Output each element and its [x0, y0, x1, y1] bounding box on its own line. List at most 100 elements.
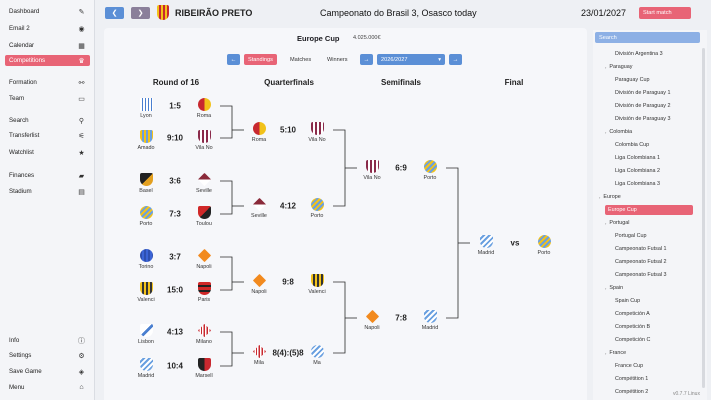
chevron-down-icon: ▾ — [438, 56, 441, 63]
sidebar-item-menu[interactable]: Menu⌂ — [5, 382, 90, 393]
tree-item-liga-colombiana-1[interactable]: Liga Colombiana 1 — [615, 153, 660, 163]
team-porto[interactable]: Porto — [302, 198, 332, 219]
team-lyon[interactable]: Lyon — [131, 98, 161, 119]
tree-item-spain[interactable]: ›Spain — [605, 283, 623, 293]
sidebar-item-label: Stadium — [9, 188, 32, 195]
team-napoli[interactable]: Napoli — [244, 273, 274, 295]
team-napoli[interactable]: Napoli — [357, 309, 387, 331]
team-porto[interactable]: Porto — [415, 160, 445, 181]
tree-item-competici-n-c[interactable]: Competición C — [615, 335, 650, 345]
sidebar-item-watchlist[interactable]: Watchlist★ — [5, 147, 90, 158]
team-torino[interactable]: Torino — [131, 249, 161, 270]
team-paris[interactable]: Paris — [189, 282, 219, 303]
tree-item-liga-colombiana-3[interactable]: Liga Colombiana 3 — [615, 179, 660, 189]
tree-item-divisi-n-argentina-3[interactable]: División Argentina 3 — [615, 49, 663, 59]
sidebar-item-transferlist[interactable]: Transferlist⚟ — [5, 130, 90, 141]
sidebar-item-calendar[interactable]: Calendar▦ — [5, 40, 90, 51]
sidebar-item-stadium[interactable]: Stadium▤ — [5, 186, 90, 197]
scrollbar[interactable] — [702, 48, 705, 388]
team-valenci[interactable]: Valenci — [131, 282, 161, 303]
previous-cup-button[interactable]: ← — [227, 54, 240, 65]
season-select[interactable]: 2026/2027 ▾ — [377, 54, 445, 65]
tree-item-campeonato-futsal-3[interactable]: Campeonato Futsal 3 — [615, 270, 667, 280]
calendar-icon: ▦ — [78, 42, 85, 50]
team-valenci[interactable]: Valenci — [302, 274, 332, 295]
team-toulou[interactable]: Toulou — [189, 206, 219, 227]
tree-item-france[interactable]: ›France — [605, 348, 626, 358]
team-marsell[interactable]: Marsell — [189, 358, 219, 379]
team-ma[interactable]: Ma — [302, 345, 332, 366]
team-porto[interactable]: Porto — [529, 235, 559, 256]
forward-button[interactable]: ❯ — [131, 7, 150, 19]
team-vila-no[interactable]: Vila No — [189, 130, 219, 151]
team-amado[interactable]: Amado — [131, 130, 161, 151]
tab-winners[interactable]: Winners — [327, 56, 348, 63]
tree-item-spain-cup[interactable]: Spain Cup — [615, 296, 640, 306]
sidebar-item-label: Transferlist — [9, 132, 40, 139]
tree-item-portugal-cup[interactable]: Portugal Cup — [615, 231, 646, 241]
tree-item-france-cup[interactable]: France Cup — [615, 361, 643, 371]
team-porto[interactable]: Porto — [131, 206, 161, 227]
team-basel[interactable]: Basel — [131, 173, 161, 194]
search-input[interactable]: Search — [595, 32, 700, 43]
tree-item-liga-colombiana-2[interactable]: Liga Colombiana 2 — [615, 166, 660, 176]
team-crest-icon — [479, 235, 493, 248]
team-name: Lisbon — [138, 339, 154, 345]
arrow-right-icon: → — [363, 56, 370, 63]
tree-item-campeonato-futsal-1[interactable]: Campeonato Futsal 1 — [615, 244, 667, 254]
start-match-button[interactable]: Start match — [639, 7, 691, 19]
team-lisbon[interactable]: Lisbon — [131, 324, 161, 345]
team-madrid[interactable]: Madrid — [471, 235, 501, 256]
tree-item-europe-cup[interactable]: Europe Cup — [605, 205, 693, 215]
team-vila-no[interactable]: Vila No — [302, 122, 332, 143]
team-seville[interactable]: Seville — [244, 197, 274, 219]
sidebar-item-label: Team — [9, 95, 25, 102]
club-crest-icon — [157, 5, 169, 20]
team-mila[interactable]: Mila — [244, 344, 274, 366]
sidebar-item-competitions[interactable]: Competitions♛ — [5, 55, 90, 66]
back-button[interactable]: ❮ — [105, 7, 124, 19]
tree-item-competici-n-a[interactable]: Competición A — [615, 309, 650, 319]
team-roma[interactable]: Roma — [244, 122, 274, 143]
match-score: 9:8 — [282, 277, 294, 287]
sidebar-item-save-game[interactable]: Save Game◈ — [5, 366, 90, 377]
tree-item-divisi-n-de-paraguay-2[interactable]: División de Paraguay 2 — [615, 101, 670, 111]
team-roma[interactable]: Roma — [189, 98, 219, 119]
sidebar-item-dashboard[interactable]: Dashboard✎ — [5, 6, 90, 17]
sidebar-item-email-2[interactable]: Email 2◉ — [5, 23, 90, 34]
tree-item-europe[interactable]: ›Europe — [599, 192, 621, 202]
sidebar-item-settings[interactable]: Settings⚙ — [5, 350, 90, 361]
team-name: Torino — [138, 264, 154, 270]
tab-matches[interactable]: Matches — [290, 56, 312, 63]
tree-item-comp-tition-1[interactable]: Compétition 1 — [615, 374, 648, 384]
tree-item-divisi-n-de-paraguay-3[interactable]: División de Paraguay 3 — [615, 114, 670, 124]
team-madrid[interactable]: Madrid — [131, 358, 161, 379]
team-madrid[interactable]: Madrid — [415, 310, 445, 331]
team-vila-no[interactable]: Vila No — [357, 160, 387, 181]
home-icon: ⌂ — [79, 384, 84, 391]
team-name: Madrid — [477, 250, 495, 256]
tree-item-competici-n-b[interactable]: Competición B — [615, 322, 650, 332]
tree-item-portugal[interactable]: ›Portugal — [605, 218, 629, 228]
tree-item-paraguay-cup[interactable]: Paraguay Cup — [615, 75, 649, 85]
sidebar-item-team[interactable]: Team▭ — [5, 93, 90, 104]
sidebar-item-finances[interactable]: Finances▰ — [5, 170, 90, 181]
tree-item-comp-tition-2[interactable]: Compétition 2 — [615, 387, 648, 397]
sidebar-item-formation[interactable]: Formation⚯ — [5, 77, 90, 88]
tree-item-colombia-cup[interactable]: Colombia Cup — [615, 140, 649, 150]
team-milano[interactable]: Milano — [189, 323, 219, 345]
cup-bracket-panel: Europe Cup 4.025.000€ ← Standings Matche… — [104, 28, 587, 400]
tree-item-paraguay[interactable]: ›Paraguay — [605, 62, 632, 72]
tab-standings[interactable]: Standings — [244, 54, 277, 65]
club-name[interactable]: RIBEIRÃO PRETO — [175, 8, 253, 18]
team-napoli[interactable]: Napoli — [189, 248, 219, 270]
team-seville[interactable]: Seville — [189, 172, 219, 194]
tree-item-campeonato-futsal-2[interactable]: Campeonato Futsal 2 — [615, 257, 667, 267]
caret-icon: › — [605, 64, 607, 70]
next-cup-button[interactable]: → — [360, 54, 373, 65]
next-season-button[interactable]: → — [449, 54, 462, 65]
tree-item-colombia[interactable]: ›Colombia — [605, 127, 632, 137]
tree-item-divisi-n-de-paraguay-1[interactable]: División de Paraguay 1 — [615, 88, 670, 98]
sidebar-item-search[interactable]: Search⚲ — [5, 115, 90, 126]
